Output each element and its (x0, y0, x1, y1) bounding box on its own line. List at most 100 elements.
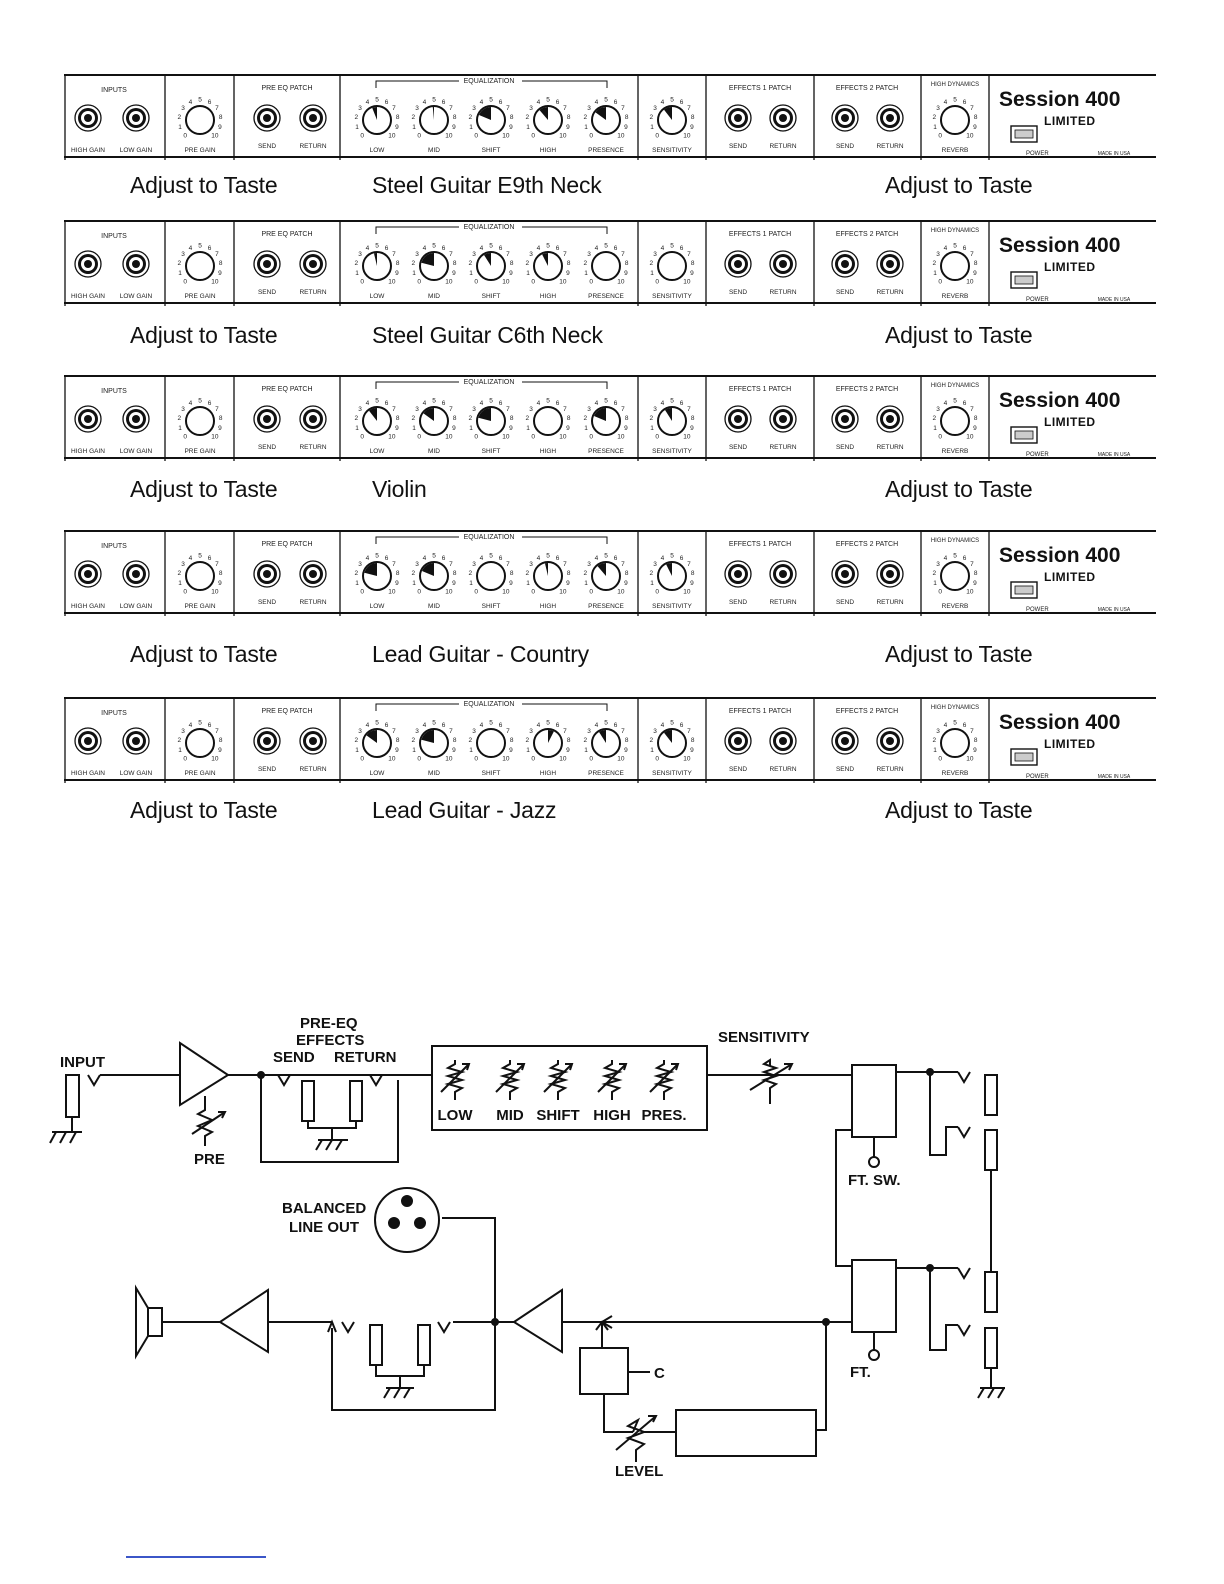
low-gain-input-jack[interactable] (122, 727, 150, 755)
svg-text:7: 7 (563, 561, 567, 568)
effects1-return-jack[interactable] (769, 727, 797, 755)
svg-text:7: 7 (215, 251, 219, 258)
svg-text:8: 8 (567, 114, 571, 121)
effects2-return-jack[interactable] (876, 727, 904, 755)
high-gain-input-jack[interactable] (74, 560, 102, 588)
effects2-send-jack[interactable] (831, 405, 859, 433)
pre-eq-send-jack[interactable] (253, 560, 281, 588)
svg-text:6: 6 (614, 722, 618, 729)
svg-text:3: 3 (936, 406, 940, 413)
high-gain-input-jack[interactable] (74, 405, 102, 433)
pre-eq-return-jack[interactable] (299, 560, 327, 588)
fx2-return-label: RETURN (876, 599, 903, 606)
svg-text:9: 9 (624, 580, 628, 587)
effects1-send-jack[interactable] (724, 250, 752, 278)
fx2-send-label: SEND (836, 444, 854, 451)
pre-eq-return-jack[interactable] (299, 405, 327, 433)
effects1-send-jack[interactable] (724, 405, 752, 433)
pre-eq-send-jack[interactable] (253, 104, 281, 132)
high-gain-input-jack[interactable] (74, 250, 102, 278)
pre-eq-return-jack[interactable] (299, 727, 327, 755)
effects2-send-jack[interactable] (831, 727, 859, 755)
effects1-send-jack[interactable] (724, 727, 752, 755)
svg-text:9: 9 (690, 270, 694, 277)
effects2-send-jack[interactable] (831, 560, 859, 588)
effects1-send-jack[interactable] (724, 560, 752, 588)
pre-eq-return-jack[interactable] (299, 250, 327, 278)
effects1-return-jack[interactable] (769, 250, 797, 278)
effects2-return-jack[interactable] (876, 250, 904, 278)
effects1-return-jack[interactable] (769, 560, 797, 588)
high-dynamics-label: HIGH DYNAMICS (931, 383, 979, 389)
pre-eq-return-jack[interactable] (299, 104, 327, 132)
diagram-lineout-label: LINE OUT (289, 1219, 359, 1236)
effects2-return-jack[interactable] (876, 405, 904, 433)
effects2-send-jack[interactable] (831, 250, 859, 278)
svg-text:7: 7 (392, 251, 396, 258)
fx1-return-label: RETURN (769, 599, 796, 606)
svg-text:10: 10 (559, 588, 567, 595)
svg-text:0: 0 (474, 278, 478, 285)
svg-text:8: 8 (453, 737, 457, 744)
pre-eq-send-jack[interactable] (253, 250, 281, 278)
low-gain-input-jack[interactable] (122, 405, 150, 433)
effects1-send-jack[interactable] (724, 104, 752, 132)
svg-text:7: 7 (563, 105, 567, 112)
effects1-return-jack[interactable] (769, 104, 797, 132)
effects2-send-jack[interactable] (831, 104, 859, 132)
low-gain-input-jack[interactable] (122, 104, 150, 132)
high-gain-input-jack[interactable] (74, 104, 102, 132)
effects2-return-jack[interactable] (876, 560, 904, 588)
pre-eq-send-jack[interactable] (253, 405, 281, 433)
high-gain-input-jack[interactable] (74, 727, 102, 755)
pre-eq-send-jack[interactable] (253, 727, 281, 755)
svg-text:8: 8 (691, 737, 695, 744)
svg-text:2: 2 (932, 737, 936, 744)
effects2-return-jack[interactable] (876, 104, 904, 132)
effects1-return-jack[interactable] (769, 405, 797, 433)
low-gain-input-jack[interactable] (122, 560, 150, 588)
svg-text:4: 4 (944, 555, 948, 562)
low-gain-input-jack[interactable] (122, 250, 150, 278)
